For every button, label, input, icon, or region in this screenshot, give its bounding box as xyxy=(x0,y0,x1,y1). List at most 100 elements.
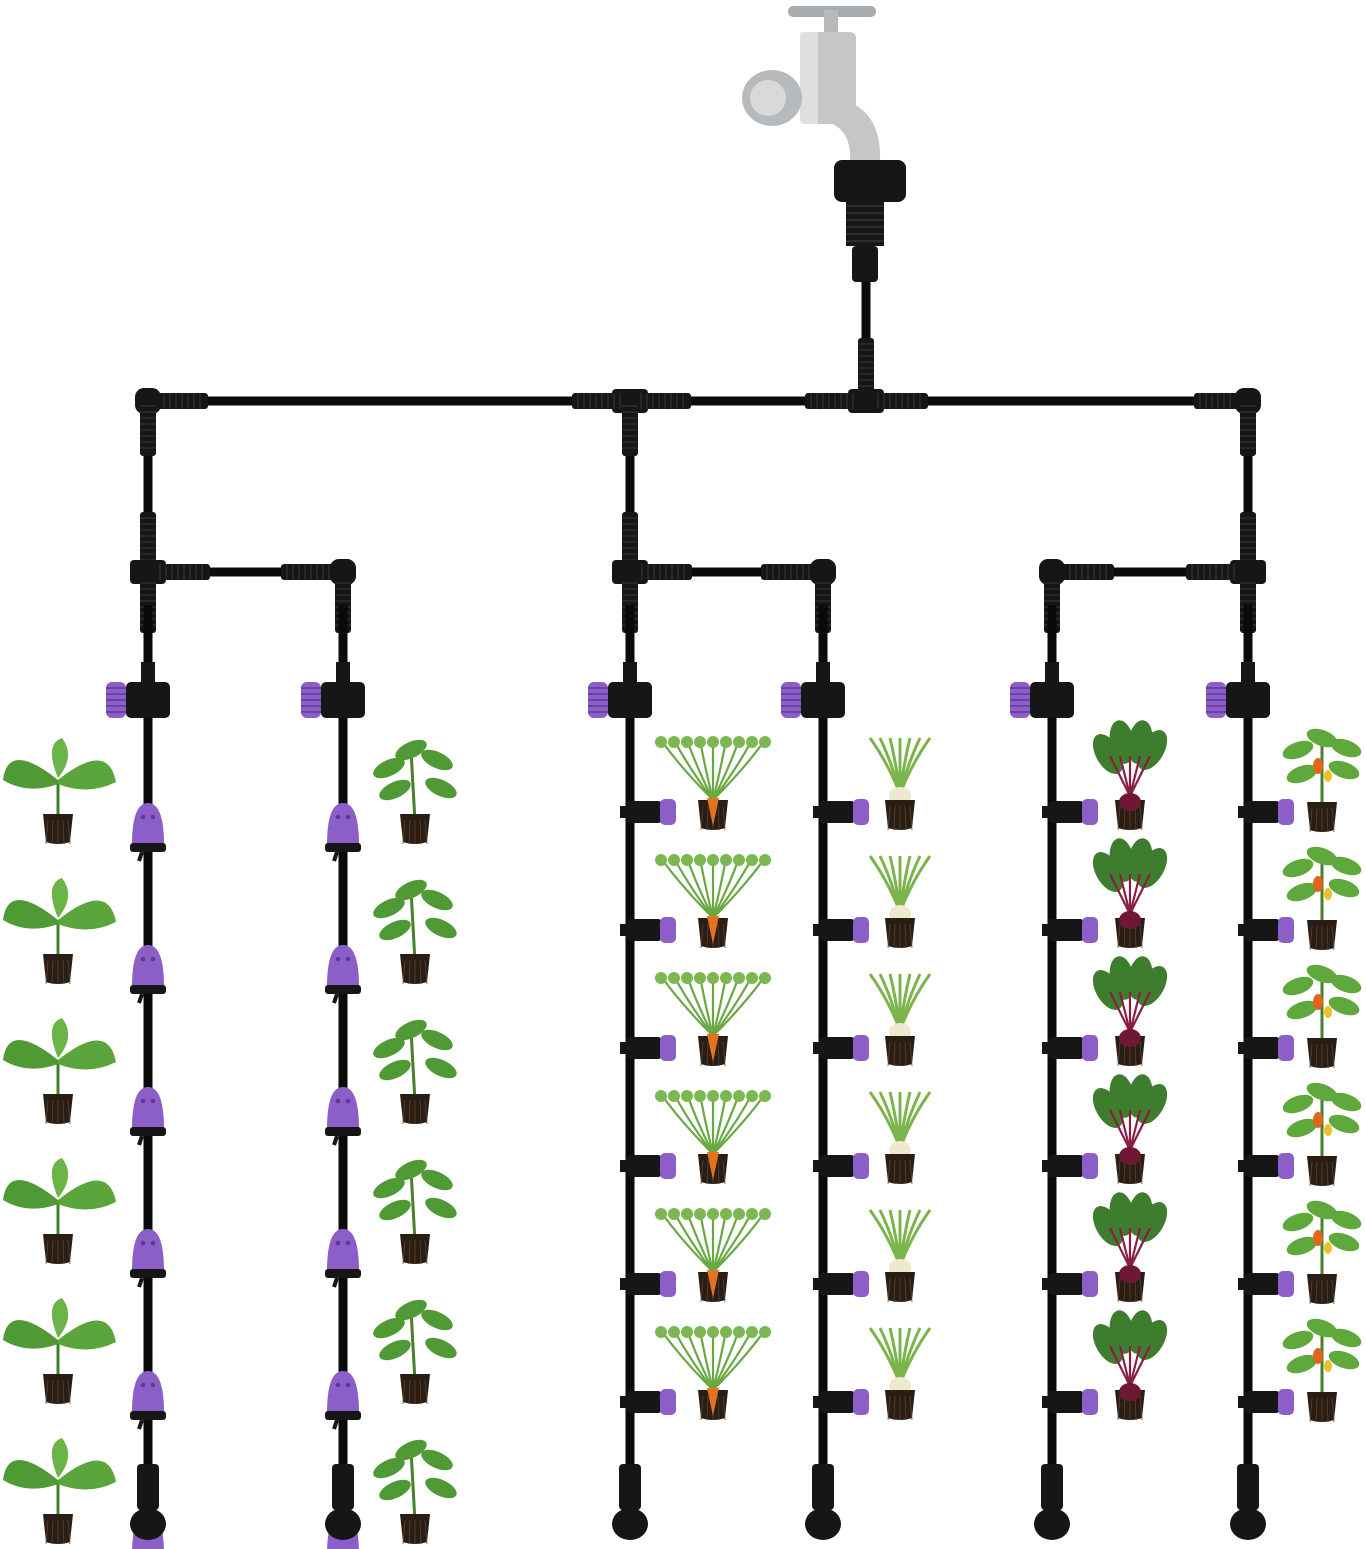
pepper-seedling-icon xyxy=(1282,846,1362,951)
zucchini-seedling-icon xyxy=(3,1018,116,1125)
zucchini-seedling-icon xyxy=(3,1298,116,1405)
shutoff-valve-icon xyxy=(781,662,845,718)
coupler xyxy=(281,564,337,580)
pepper-seedling-icon xyxy=(1282,1200,1362,1305)
side-dripper-icon xyxy=(813,1271,869,1297)
end-cap xyxy=(325,1464,361,1540)
shutoff-valve-icon xyxy=(1206,662,1270,718)
onion-seedling-icon xyxy=(868,1091,932,1185)
pepper-seedling-icon xyxy=(1282,1318,1362,1423)
coupler xyxy=(872,393,928,409)
zucchini-seedling-icon xyxy=(3,1158,116,1265)
dripper-stake-icon xyxy=(325,945,361,1004)
coupler xyxy=(1058,564,1114,580)
branch-b xyxy=(301,605,457,1549)
end-cap xyxy=(1034,1464,1070,1540)
beet-seedling-icon xyxy=(1092,1192,1168,1303)
onion-seedling-icon xyxy=(868,855,932,949)
fittings xyxy=(130,338,1266,633)
coupler xyxy=(1240,512,1256,568)
side-dripper-icon xyxy=(1042,1389,1098,1415)
side-dripper-icon xyxy=(813,1035,869,1061)
shutoff-valve-icon xyxy=(106,662,170,718)
zucchini-seedling-icon xyxy=(3,738,116,845)
shutoff-valve-icon xyxy=(1010,662,1074,718)
coupler xyxy=(805,393,861,409)
coupler xyxy=(154,564,210,580)
coupler xyxy=(761,564,817,580)
dripper-stake-icon xyxy=(130,1229,166,1288)
carrot-seedling-icon xyxy=(655,854,771,949)
side-dripper-icon xyxy=(1042,1271,1098,1297)
zucchini-seedling-icon xyxy=(3,878,116,985)
end-cap xyxy=(805,1464,841,1540)
dripper-stake-icon xyxy=(325,1371,361,1430)
carrot-seedling-icon xyxy=(655,736,771,831)
carrot-seedling-icon xyxy=(655,972,771,1067)
dripper-stake-icon xyxy=(130,1371,166,1430)
coupler xyxy=(140,512,156,568)
beet-seedling-icon xyxy=(1092,1310,1168,1421)
side-dripper-icon xyxy=(1238,799,1294,825)
onion-seedling-icon xyxy=(868,973,932,1067)
side-dripper-icon xyxy=(813,917,869,943)
coupler xyxy=(572,393,628,409)
water-tap-icon xyxy=(742,6,906,282)
dripper-stake-icon xyxy=(325,1087,361,1146)
coupler xyxy=(636,564,692,580)
coupler xyxy=(858,338,874,394)
side-dripper-icon xyxy=(1042,1035,1098,1061)
pepper-seedling-icon xyxy=(1282,964,1362,1069)
dripper-stake-icon xyxy=(325,1229,361,1288)
carrot-seedling-icon xyxy=(655,1208,771,1303)
branch-lines xyxy=(3,605,1362,1549)
onion-seedling-icon xyxy=(868,737,932,831)
dripper-stake-icon xyxy=(325,803,361,862)
side-dripper-icon xyxy=(1042,1153,1098,1179)
zucchini-seedling-icon xyxy=(3,1438,116,1545)
tomato-seedling-icon xyxy=(373,879,457,985)
branch-c xyxy=(588,605,771,1540)
pepper-seedling-icon xyxy=(1282,728,1362,833)
beet-seedling-icon xyxy=(1092,1074,1168,1185)
tap-spout xyxy=(828,100,881,162)
coupler xyxy=(622,400,638,456)
coupler xyxy=(635,393,691,409)
onion-seedling-icon xyxy=(868,1209,932,1303)
onion-seedling-icon xyxy=(868,1327,932,1421)
side-dripper-icon xyxy=(620,1153,676,1179)
side-dripper-icon xyxy=(1238,1035,1294,1061)
tap-connector xyxy=(834,160,906,202)
tubing-network xyxy=(143,280,1253,577)
side-dripper-icon xyxy=(620,1389,676,1415)
tomato-seedling-icon xyxy=(373,1159,457,1265)
shutoff-valve-icon xyxy=(301,662,365,718)
pepper-seedling-icon xyxy=(1282,1082,1362,1187)
dripper-stake-icon xyxy=(130,803,166,862)
coupler xyxy=(140,400,156,456)
end-cap xyxy=(1230,1464,1266,1540)
side-dripper-icon xyxy=(813,1153,869,1179)
beet-seedling-icon xyxy=(1092,956,1168,1067)
coupler xyxy=(1240,400,1256,456)
carrot-seedling-icon xyxy=(655,1090,771,1185)
dripper-stake-icon xyxy=(130,1087,166,1146)
branch-a xyxy=(3,605,170,1549)
side-dripper-icon xyxy=(1238,917,1294,943)
carrot-seedling-icon xyxy=(655,1326,771,1421)
branch-d xyxy=(781,605,932,1540)
side-dripper-icon xyxy=(813,799,869,825)
tomato-seedling-icon xyxy=(373,739,457,845)
end-cap xyxy=(130,1464,166,1540)
side-dripper-icon xyxy=(1042,799,1098,825)
branch-e xyxy=(1010,605,1168,1540)
tomato-seedling-icon xyxy=(373,1299,457,1405)
coupler xyxy=(1186,564,1242,580)
beet-seedling-icon xyxy=(1092,838,1168,949)
side-dripper-icon xyxy=(620,1035,676,1061)
tomato-seedling-icon xyxy=(373,1439,457,1545)
side-dripper-icon xyxy=(1238,1389,1294,1415)
side-dripper-icon xyxy=(813,1389,869,1415)
side-dripper-icon xyxy=(1042,917,1098,943)
